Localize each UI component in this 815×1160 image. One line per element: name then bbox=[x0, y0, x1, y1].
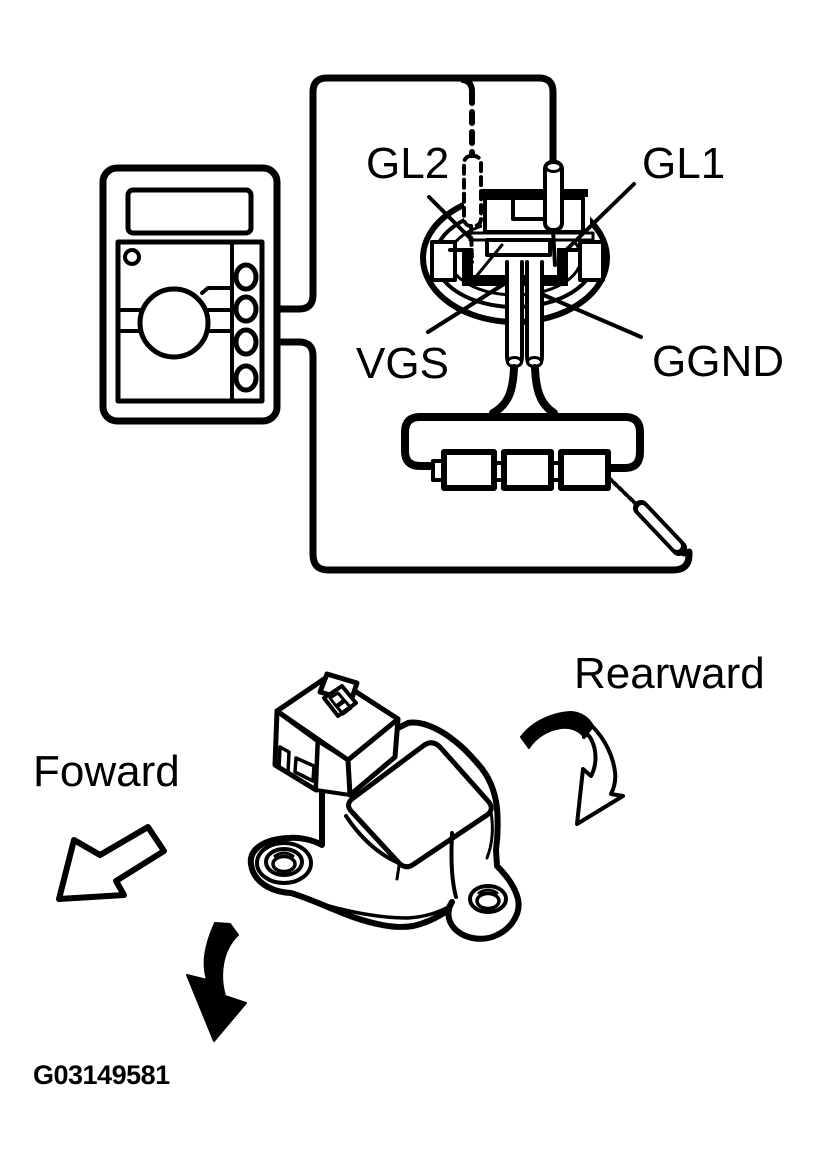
pin-label-vgs: VGS bbox=[356, 339, 449, 388]
direction-label-rearward: Rearward bbox=[574, 649, 765, 698]
dial-knob-icon bbox=[137, 286, 211, 360]
sensor-top-face bbox=[346, 740, 494, 870]
test-probe-gl1-icon bbox=[543, 160, 564, 267]
gl1-leader-line bbox=[560, 182, 636, 256]
jack-1-icon bbox=[233, 262, 259, 292]
direction-label-forward: Foward bbox=[33, 747, 180, 796]
connector-key-left bbox=[430, 240, 457, 282]
forward-arrow-icon bbox=[56, 824, 167, 902]
test-lead-vgs-icon bbox=[489, 260, 524, 417]
pin-label-ggnd: GGND bbox=[652, 337, 784, 386]
test-probe-gl2-icon bbox=[462, 154, 483, 264]
jack-3-icon bbox=[233, 327, 259, 357]
jack-2-icon bbox=[233, 294, 259, 324]
probe-pen-icon bbox=[607, 476, 688, 557]
rearward-rotation-arrow-icon bbox=[520, 711, 625, 826]
battery-cell-3 bbox=[558, 449, 611, 491]
downward-rotation-arrow-icon bbox=[186, 922, 247, 1042]
leader-lines bbox=[426, 182, 643, 339]
test-lead-ggnd-icon bbox=[525, 260, 558, 417]
pin-label-gl2: GL2 bbox=[366, 139, 450, 188]
vgs-leader-line bbox=[426, 282, 506, 334]
multimeter-icon bbox=[99, 164, 281, 425]
gl2-leader-line bbox=[427, 195, 474, 242]
connector-key-right bbox=[578, 240, 605, 282]
pin-label-gl1: GL1 bbox=[642, 139, 726, 188]
battery-cell-1 bbox=[441, 449, 497, 491]
sensor-icon bbox=[247, 671, 522, 942]
figure-id: G03149581 bbox=[33, 1060, 170, 1090]
battery-cell-2 bbox=[501, 449, 554, 491]
test-wire-loop bbox=[251, 74, 693, 574]
ggnd-leader-line bbox=[530, 288, 643, 339]
battery-pack-icon bbox=[401, 413, 644, 491]
jack-4-icon bbox=[233, 363, 259, 393]
